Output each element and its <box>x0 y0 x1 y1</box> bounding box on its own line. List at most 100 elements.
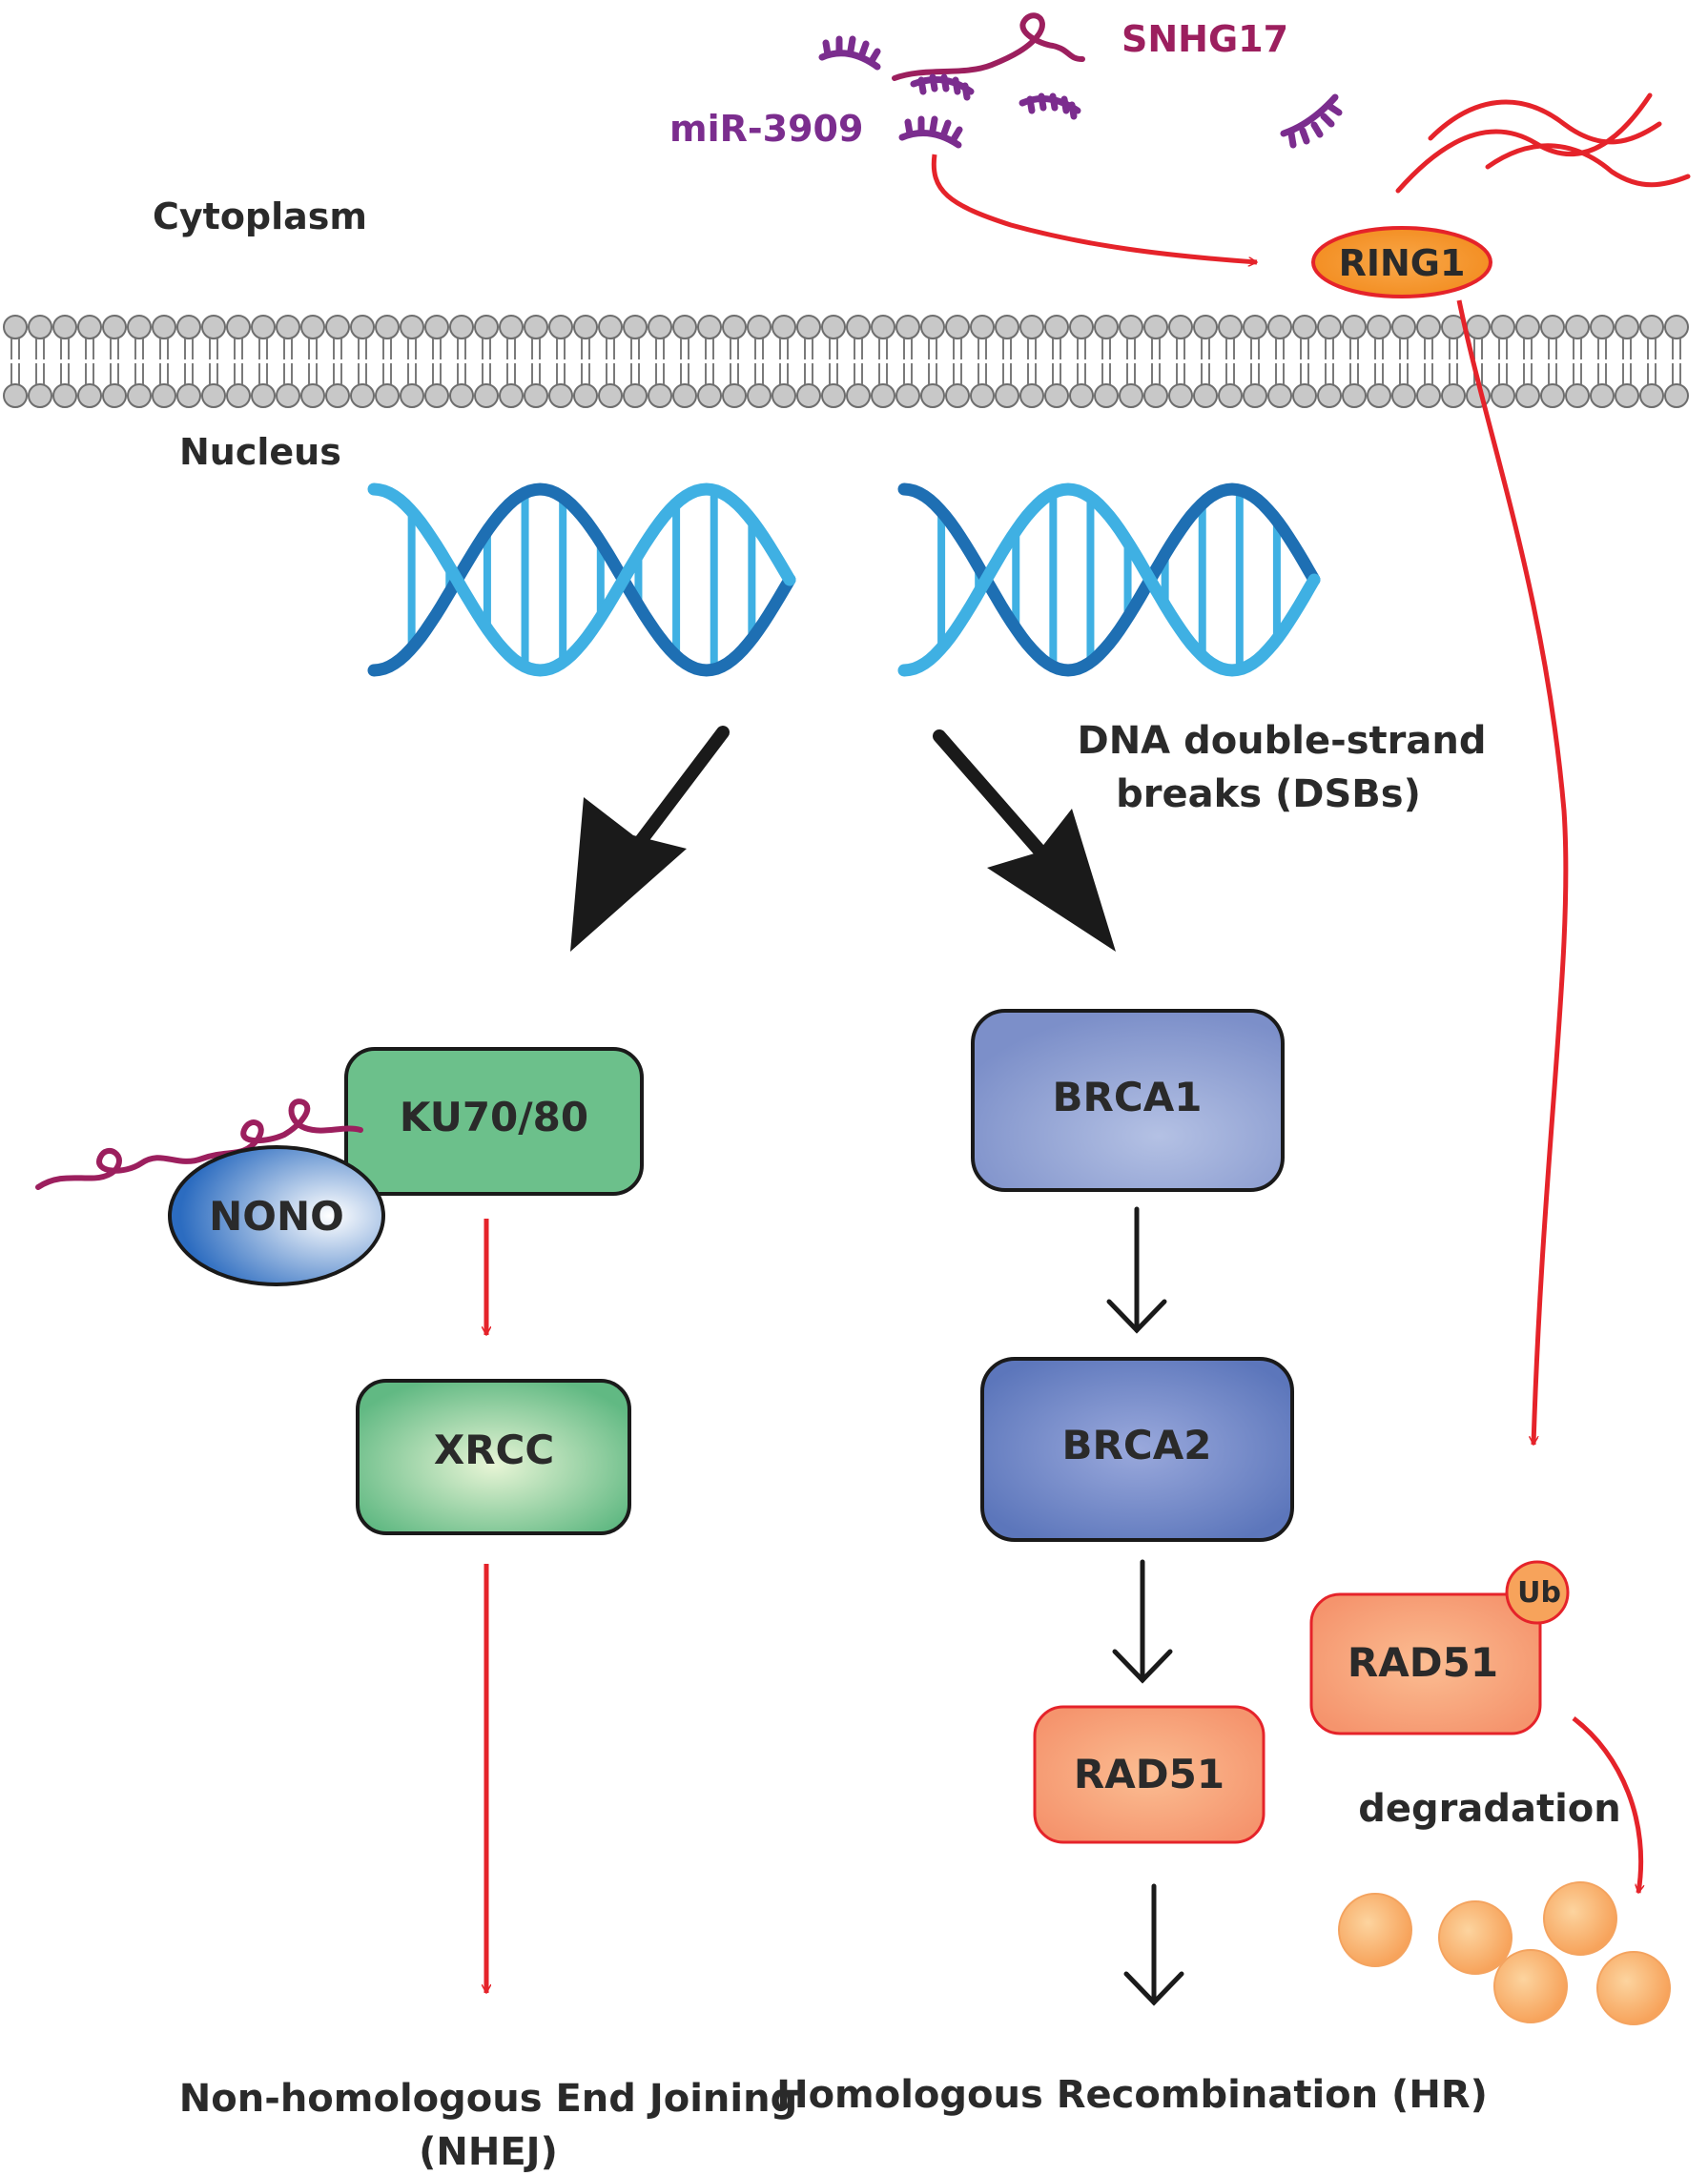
lipid-head <box>722 383 747 408</box>
lipid-head <box>747 383 772 408</box>
lipid-head <box>846 315 871 339</box>
nhej-label-line2: (NHEJ) <box>419 2130 558 2174</box>
nhej-label-line1: Non-homologous End Joining <box>179 2077 797 2121</box>
lipid-head <box>1391 383 1416 408</box>
cytoplasm-label: Cytoplasm <box>153 195 367 237</box>
lipid-head <box>598 383 623 408</box>
lipid-head <box>1416 315 1441 339</box>
lipid-head <box>1019 315 1044 339</box>
mirna-molecule <box>898 115 963 149</box>
lipid-head <box>474 315 499 339</box>
lipid-head <box>1292 383 1317 408</box>
lipid-head <box>1565 383 1590 408</box>
brca2-to-rad51-arrow <box>1112 1559 1173 1684</box>
lipid-head <box>1267 315 1292 339</box>
dna-strand <box>367 482 796 677</box>
lipid-head <box>1243 315 1267 339</box>
lipid-head <box>1317 383 1342 408</box>
hr-label: Homologous Recombination (HR) <box>776 2073 1488 2117</box>
snhg17-label: SNHG17 <box>1122 18 1288 60</box>
lipid-head <box>895 383 920 408</box>
lipid-head <box>573 383 598 408</box>
lipid-head <box>127 315 152 339</box>
nono-protein <box>168 1145 385 1286</box>
lipid-head <box>598 315 623 339</box>
lipid-head <box>821 383 846 408</box>
nono-label: NONO <box>209 1193 344 1240</box>
lipid-head <box>1094 315 1119 339</box>
lipid-head <box>796 315 821 339</box>
degradation-products <box>1338 1881 1671 2025</box>
dsb-label-line1: DNA double-strand <box>1078 719 1487 763</box>
ring1-to-rad51-arrow <box>1456 299 1569 1445</box>
lipid-head <box>1168 383 1193 408</box>
brca1-to-brca2-arrow <box>1106 1206 1167 1334</box>
ubiquitin-tag <box>1505 1560 1570 1625</box>
lipid-head <box>3 315 28 339</box>
lipid-head <box>623 383 648 408</box>
rad51-to-hr-arrow <box>1123 1883 1184 2006</box>
lipid-head <box>1367 383 1391 408</box>
ku70-80-label: KU70/80 <box>400 1094 588 1140</box>
snhg17-lncrna <box>892 12 1085 81</box>
dsb-label-line2: breaks (DSBs) <box>1116 772 1421 816</box>
lipid-head <box>697 315 722 339</box>
peptide-fragment <box>1438 1900 1513 1975</box>
lipid-head <box>375 383 400 408</box>
lipid-head <box>1565 315 1590 339</box>
lipid-head <box>350 383 375 408</box>
brca2-label: BRCA2 <box>1062 1422 1212 1468</box>
lipid-head <box>400 315 424 339</box>
lipid-head <box>226 315 251 339</box>
lipid-head <box>1218 315 1243 339</box>
lipid-head <box>251 383 276 408</box>
lipid-head <box>1243 383 1267 408</box>
lipid-head <box>77 315 102 339</box>
lipid-head <box>1292 315 1317 339</box>
dsb-to-nhej-arrow <box>570 726 730 952</box>
lipid-head <box>772 383 796 408</box>
ku70-80-box <box>344 1047 644 1196</box>
xrcc-label: XRCC <box>434 1427 554 1473</box>
lipid-head <box>1342 315 1367 339</box>
dna-strand <box>897 482 1321 677</box>
degradation-label: degradation <box>1358 1787 1621 1831</box>
mirna-to-ring1-arrow <box>931 154 1257 262</box>
dna-strand <box>897 482 1321 677</box>
lipid-head <box>1590 383 1615 408</box>
lipid-head <box>672 383 697 408</box>
mir3909-molecules <box>818 35 1343 149</box>
lipid-head <box>28 315 52 339</box>
mirna-molecule <box>1280 93 1343 149</box>
lipid-head <box>1317 315 1342 339</box>
lipid-head <box>1664 315 1689 339</box>
lipid-head <box>102 383 127 408</box>
mirna-molecule <box>1019 92 1081 120</box>
lipid-head <box>548 315 573 339</box>
lipid-head <box>176 315 201 339</box>
lipid-head <box>375 315 400 339</box>
lipid-head <box>424 383 449 408</box>
dna-helix-right <box>897 482 1321 677</box>
dna-helix-left <box>367 482 796 677</box>
rad51-ub-label: RAD51 <box>1348 1639 1498 1686</box>
lipid-head <box>1664 383 1689 408</box>
lipid-head <box>1019 383 1044 408</box>
lipid-head <box>1590 315 1615 339</box>
peptide-fragment <box>1543 1881 1617 1956</box>
lipid-head <box>350 315 375 339</box>
lipid-head <box>1615 315 1639 339</box>
dna-double-strand-break <box>367 482 1321 677</box>
lipid-head <box>1069 315 1094 339</box>
lipid-head <box>499 315 524 339</box>
cell-membrane <box>3 315 1689 408</box>
mirna-molecule <box>818 35 881 71</box>
rad51-ub-box <box>1309 1592 1542 1735</box>
lipid-head <box>1466 315 1491 339</box>
peptide-fragment <box>1596 1951 1671 2025</box>
lipid-head <box>945 315 970 339</box>
lipid-head <box>920 383 945 408</box>
lipid-head <box>1044 315 1069 339</box>
lipid-head <box>474 383 499 408</box>
degradation-arrow <box>1572 1716 1641 1893</box>
